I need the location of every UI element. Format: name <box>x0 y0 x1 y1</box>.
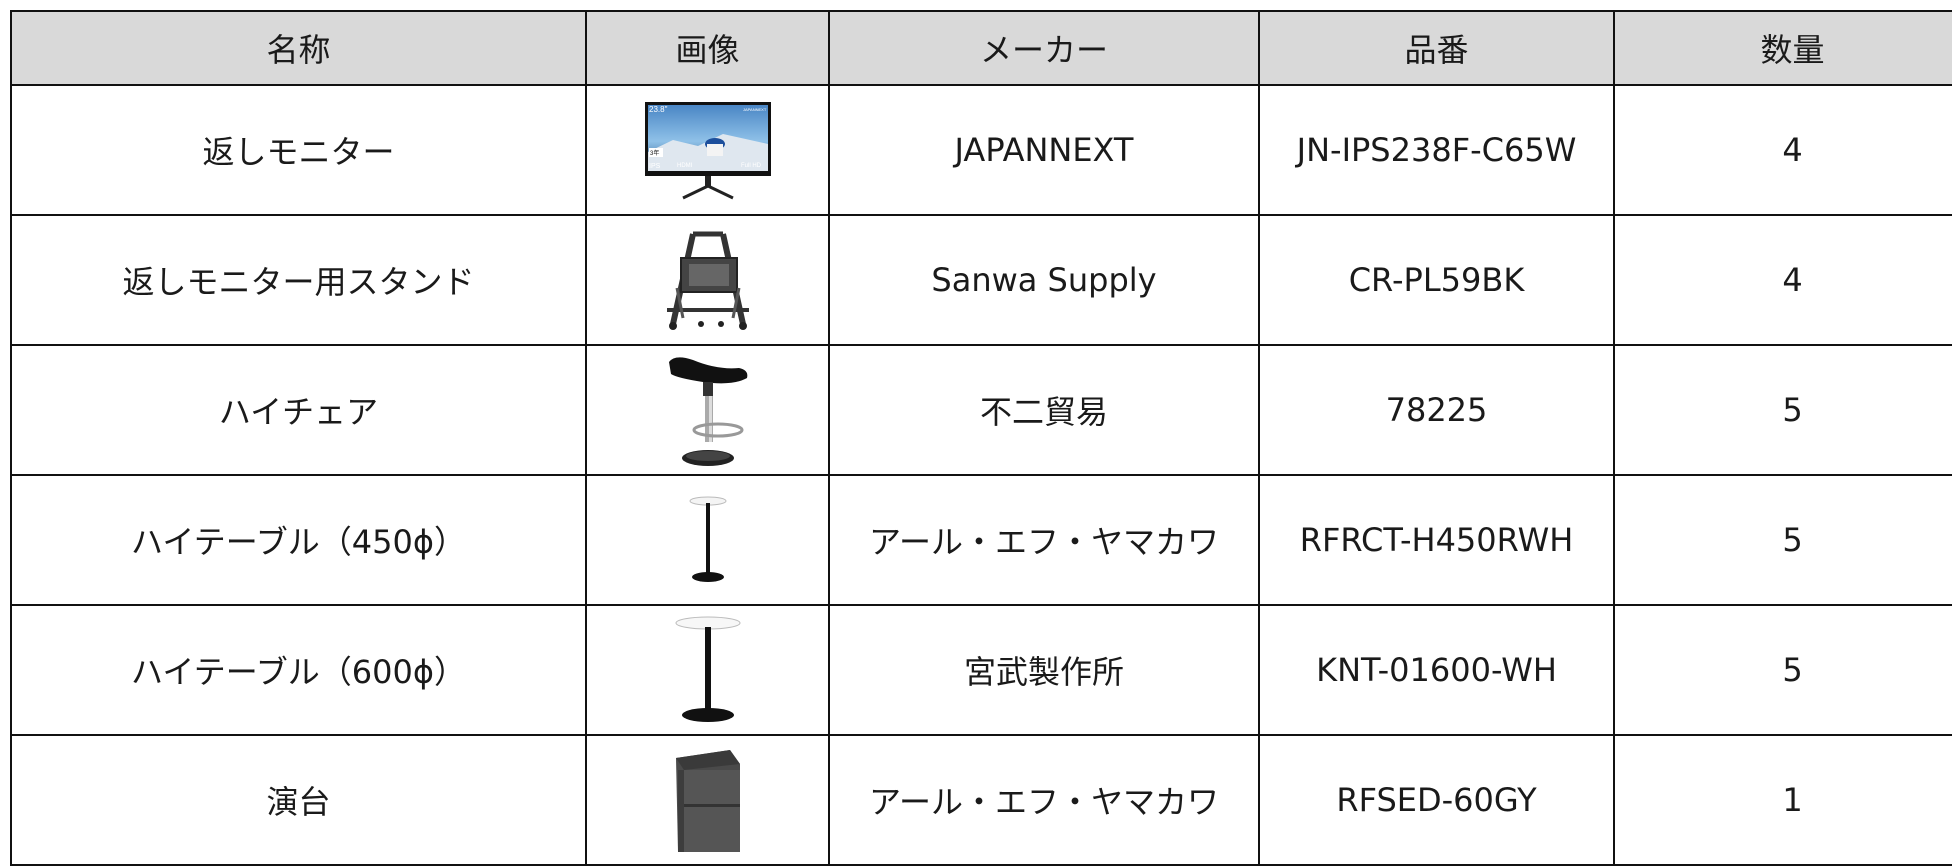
item-maker: 宮武製作所 <box>828 604 1260 736</box>
item-maker: Sanwa Supply <box>828 214 1260 346</box>
item-part-no: JN-IPS238F-C65W <box>1258 84 1615 216</box>
item-qty: 5 <box>1613 474 1952 606</box>
svg-text:Full HD: Full HD <box>741 163 762 169</box>
item-maker: アール・エフ・ヤマカワ <box>828 474 1260 606</box>
item-part-no: KNT-01600-WH <box>1258 604 1615 736</box>
item-qty: 4 <box>1613 214 1952 346</box>
svg-text:IPS: IPS <box>649 163 661 170</box>
item-name: 返しモニター用スタンド <box>10 214 587 346</box>
item-name: ハイチェア <box>10 344 587 476</box>
svg-text:JAPANNEXT: JAPANNEXT <box>743 107 767 112</box>
header-qty: 数量 <box>1613 10 1952 86</box>
svg-text:23.8": 23.8" <box>649 105 668 114</box>
podium-icon <box>675 750 740 852</box>
high-table-small-icon <box>689 496 726 582</box>
item-name: 演台 <box>10 734 587 866</box>
item-part-no: RFRCT-H450RWH <box>1258 474 1615 606</box>
high-table-large-icon <box>675 616 740 722</box>
table-row: 返しモニター用スタンド Sanwa Supply CR-PL59BK 4 <box>10 214 1952 346</box>
item-name: 返しモニター <box>10 84 587 216</box>
item-maker: アール・エフ・ヤマカワ <box>828 734 1260 866</box>
table-row: ハイチェア 不二貿易 78225 5 <box>10 344 1952 476</box>
header-image: 画像 <box>585 10 830 86</box>
item-image <box>585 344 830 476</box>
svg-text:HDMI: HDMI <box>677 163 693 169</box>
item-maker: JAPANNEXT <box>828 84 1260 216</box>
monitor-stand-icon <box>666 231 749 330</box>
item-name: ハイテーブル（450ɸ） <box>10 474 587 606</box>
item-part-no: RFSED-60GY <box>1258 734 1615 866</box>
item-image <box>585 214 830 346</box>
item-qty: 1 <box>1613 734 1952 866</box>
header-row: 名称 画像 メーカー 品番 数量 <box>10 10 1952 86</box>
item-name: ハイテーブル（600ɸ） <box>10 604 587 736</box>
item-qty: 5 <box>1613 344 1952 476</box>
table-row: 返しモニター 23.8" JAP <box>10 84 1952 216</box>
table-row: ハイテーブル（600ɸ） 宮武製作所 KNT-01600-WH 5 <box>10 604 1952 736</box>
header-part-no: 品番 <box>1258 10 1615 86</box>
item-qty: 4 <box>1613 84 1952 216</box>
table-row: ハイテーブル（450ɸ） アール・エフ・ヤマカワ RFRCT-H450RWH 5 <box>10 474 1952 606</box>
item-part-no: CR-PL59BK <box>1258 214 1615 346</box>
svg-text:3年: 3年 <box>650 149 659 157</box>
item-qty: 5 <box>1613 604 1952 736</box>
header-name: 名称 <box>10 10 587 86</box>
item-image <box>585 604 830 736</box>
high-chair-icon <box>668 357 747 466</box>
table-row: 演台 アール・エフ・ヤマカワ RFSED-60GY 1 <box>10 734 1952 866</box>
item-maker: 不二貿易 <box>828 344 1260 476</box>
monitor-icon: 23.8" JAPANNEXT 3年 IPS HDMI Full HD <box>644 102 771 200</box>
item-image <box>585 734 830 866</box>
item-image: 23.8" JAPANNEXT 3年 IPS HDMI Full HD <box>585 84 830 216</box>
header-maker: メーカー <box>828 10 1260 86</box>
item-image <box>585 474 830 606</box>
equipment-table: 名称 画像 メーカー 品番 数量 返しモニター <box>10 10 1952 866</box>
item-part-no: 78225 <box>1258 344 1615 476</box>
